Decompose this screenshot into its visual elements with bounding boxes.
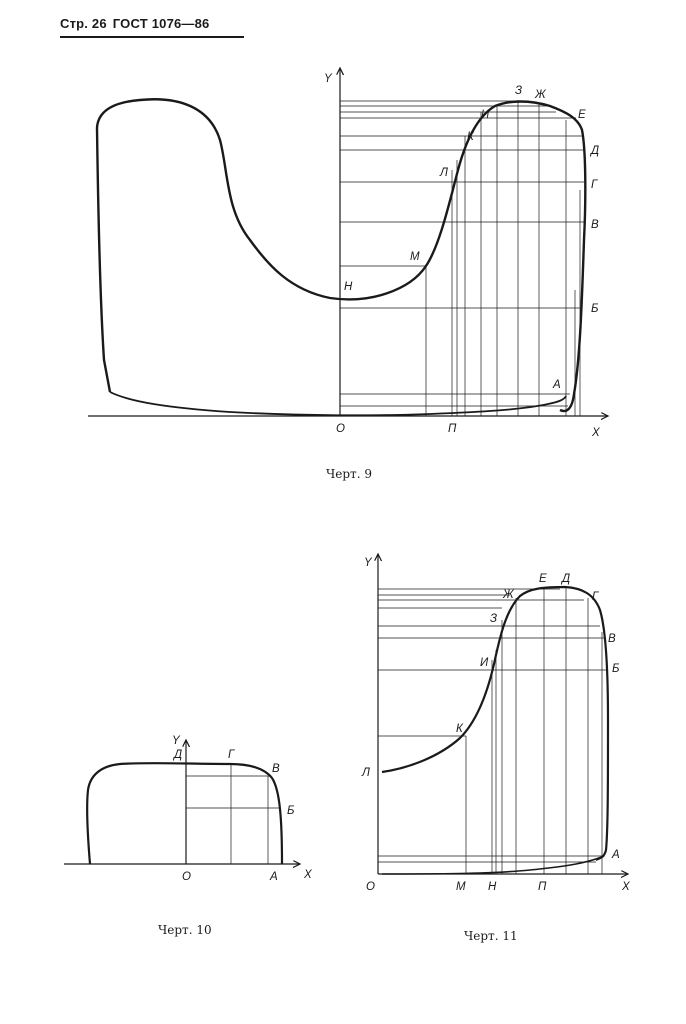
fig11-origin-label: О: [366, 881, 375, 893]
fig11-vertical-construction-lines: [465, 588, 603, 874]
fig11-point-L: Л: [361, 767, 370, 779]
fig9-point-Z: З: [515, 85, 522, 97]
fig11-point-Z: З: [490, 613, 497, 625]
fig10-caption: Черт. 10: [158, 923, 212, 937]
fig10-construction-lines: [186, 764, 280, 864]
fig11-point-E: Е: [539, 573, 547, 585]
fig9-point-N: Н: [344, 281, 353, 293]
fig9-caption: Черт. 9: [326, 467, 372, 481]
fig11-x-axis-label: X: [621, 881, 631, 893]
fig9-point-P: П: [448, 423, 457, 435]
fig9-point-V: В: [591, 219, 599, 231]
fig10-point-B: Б: [287, 805, 295, 817]
fig9-y-axis-label: Y: [324, 73, 333, 85]
fig9-origin-label: О: [336, 423, 345, 435]
fig9-vertical-construction-lines: [425, 100, 581, 416]
fig11-point-P: П: [538, 881, 547, 893]
fig9-point-A: А: [552, 379, 561, 391]
fig10-point-A: А: [269, 871, 278, 883]
figure-11: Y X О Е Д Ж Г З В И Б К Л А М Н П Черт. …: [361, 554, 631, 943]
fig9-point-B: Б: [591, 303, 599, 315]
fig9-point-L: Л: [439, 167, 448, 179]
fig9-point-K: К: [467, 131, 475, 143]
page-number: Стр. 26: [60, 16, 107, 31]
fig9-horizontal-construction-lines: [340, 100, 584, 407]
fig9-x-axis-label: X: [591, 427, 601, 439]
fig9-point-G: Г: [591, 179, 598, 191]
fig11-point-G: Г: [592, 591, 599, 603]
fig11-y-axis-label: Y: [364, 557, 373, 569]
fig9-point-ZH: Ж: [534, 89, 547, 101]
fig10-point-V: В: [272, 763, 280, 775]
fig9-point-D: Д: [589, 145, 599, 157]
fig11-point-V: В: [608, 633, 616, 645]
fig11-point-N: Н: [488, 881, 497, 893]
fig10-profile-curve: [86, 762, 284, 865]
fig11-point-M: М: [456, 881, 466, 893]
fig9-point-M: М: [410, 251, 420, 263]
fig11-caption: Черт. 11: [464, 929, 518, 943]
fig9-profile-curve: [95, 98, 587, 413]
figure-9: Y X О З Ж Е И К Д Л Г В М Н Б А П Черт. …: [88, 68, 608, 481]
fig11-point-I: И: [480, 657, 489, 669]
fig10-point-D: Д: [172, 749, 182, 761]
fig11-point-B: Б: [612, 663, 620, 675]
page-header: Стр. 26 ГОСТ 1076—86: [60, 16, 244, 38]
standard-number: ГОСТ 1076—86: [112, 16, 210, 31]
header-rule: [60, 36, 244, 38]
fig11-bottom-curve: [381, 855, 605, 875]
fig11-point-ZH: Ж: [502, 589, 515, 601]
figure-10: Y X О Д Г В Б А Черт. 10: [64, 735, 313, 937]
fig11-point-D: Д: [560, 573, 570, 585]
fig10-point-G: Г: [228, 749, 235, 761]
fig10-origin-label: О: [182, 871, 191, 883]
fig11-point-A: А: [611, 849, 620, 861]
fig10-y-axis-label: Y: [172, 735, 181, 747]
fig9-point-E: Е: [578, 109, 586, 121]
fig11-profile-curve: [381, 585, 610, 861]
fig9-point-I: И: [481, 109, 490, 121]
fig9-bottom-curve: [109, 391, 567, 417]
fig11-point-K: К: [456, 723, 464, 735]
fig10-x-axis-label: X: [303, 869, 313, 881]
